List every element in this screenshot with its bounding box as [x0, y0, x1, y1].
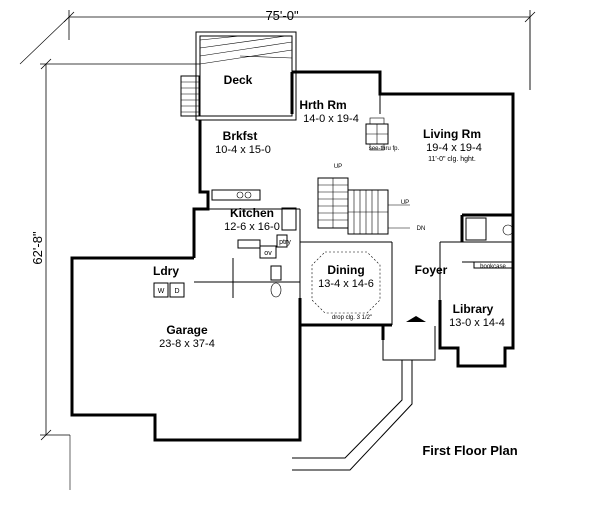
overall-depth-label: 62'-8"	[30, 231, 45, 265]
dryer-label: D	[174, 288, 179, 295]
room-dims-garage: 23-8 x 37-4	[159, 338, 215, 350]
room-dims-hearth: 14-0 x 19-4	[303, 113, 359, 125]
room-dims-dining: 13-4 x 14-6	[318, 278, 374, 290]
stair-down-label: DN	[417, 226, 426, 232]
plan-title: First Floor Plan	[422, 443, 517, 458]
room-name-garage: Garage	[166, 323, 208, 337]
deck	[180, 31, 297, 121]
drop-ceiling-note: drop clg. 3 1/2"	[332, 315, 372, 321]
room-name-breakfast: Brkfst	[223, 129, 258, 143]
library-bath-fixtures	[465, 217, 514, 269]
kitchen-fixtures	[211, 189, 297, 259]
ceiling-height-note: 11'-0" clg. hght.	[428, 156, 476, 163]
room-dims-library: 13-0 x 14-4	[449, 317, 505, 329]
fireplace-note: see-thru fp.	[369, 146, 400, 152]
room-dims-breakfast: 10-4 x 15-0	[215, 144, 271, 156]
room-name-laundry: Ldry	[153, 264, 179, 278]
washer-label: W	[158, 288, 165, 295]
laundry-fixtures	[153, 265, 282, 298]
room-name-library: Library	[453, 302, 494, 316]
stair-up-label-2: UP	[401, 200, 409, 206]
interior-walls	[194, 72, 513, 325]
bookcase-label: bookcase	[480, 264, 506, 270]
room-name-hearth: Hrth Rm	[299, 98, 346, 112]
overall-width-label: 75'-0"	[265, 8, 299, 23]
room-dims-kitchen: 12-6 x 16-0	[224, 221, 280, 233]
pantry-label: ptry	[279, 239, 291, 246]
oven-label: ov	[264, 250, 272, 257]
main-stair	[317, 177, 410, 235]
depth-dimension	[40, 58, 200, 490]
room-name-dining: Dining	[327, 263, 364, 277]
room-dims-living: 19-4 x 19-4	[426, 142, 482, 154]
dining-ceiling-octagon	[311, 251, 381, 314]
room-name-foyer: Foyer	[415, 263, 448, 277]
room-name-kitchen: Kitchen	[230, 206, 274, 220]
room-name-living: Living Rm	[423, 127, 481, 141]
stair-up-label-1: UP	[334, 164, 342, 170]
room-name-deck: Deck	[224, 73, 253, 87]
front-walk	[292, 316, 426, 471]
width-dimension	[19, 10, 536, 90]
see-thru-fireplace	[365, 117, 389, 151]
